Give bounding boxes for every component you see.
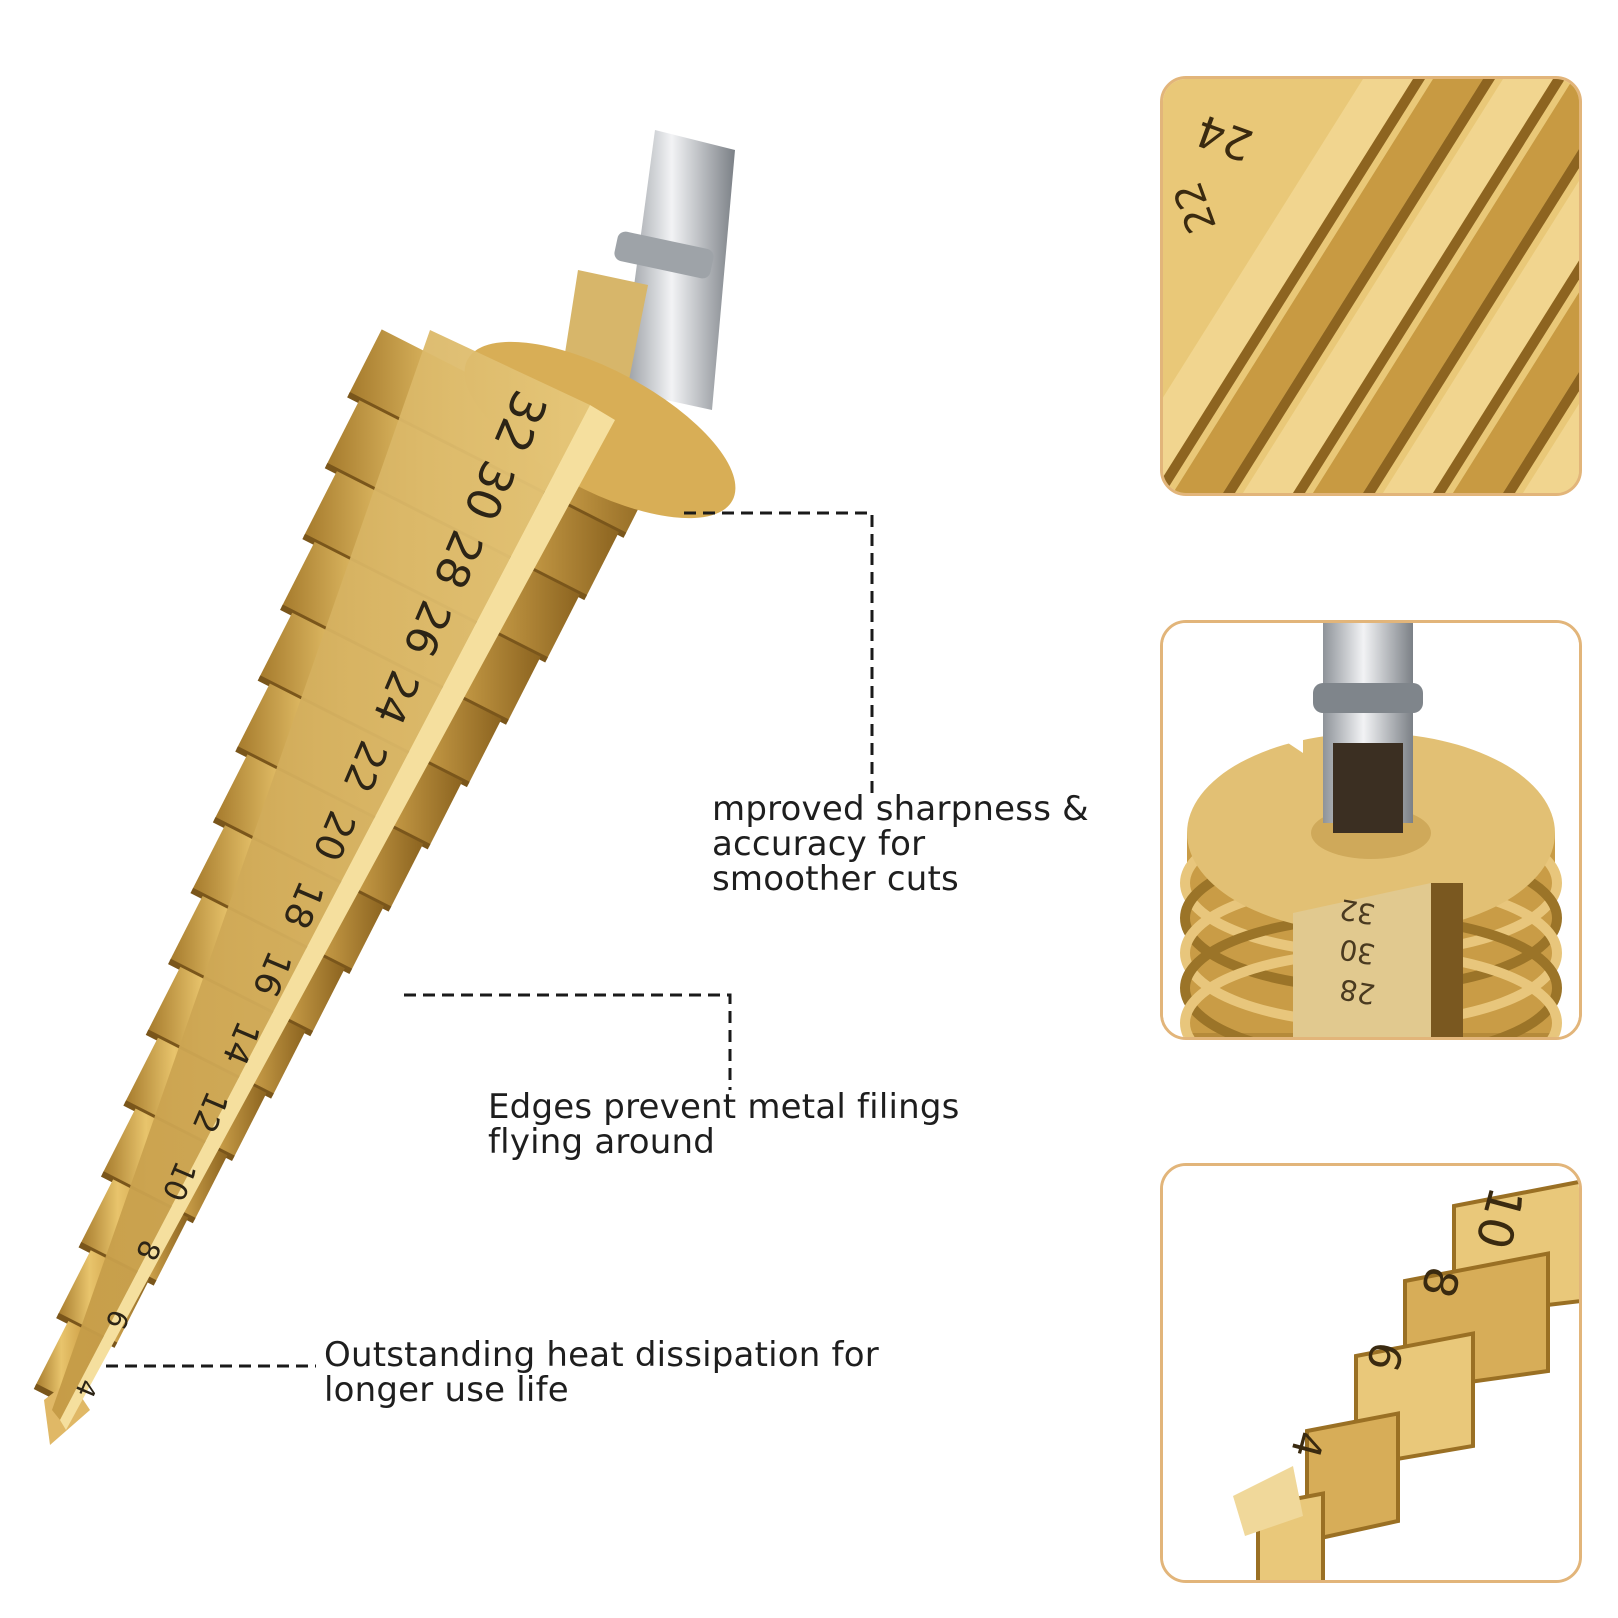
closeup-groove: [1433, 260, 1579, 493]
tip-closeup-image: 10 8 6 4: [1163, 1166, 1579, 1580]
callout-heat-line-1: Outstanding heat dissipation for: [324, 1335, 879, 1375]
closeup-groove: [1163, 79, 1425, 493]
closeup-groove: [1503, 371, 1579, 493]
flute-face: [52, 330, 615, 1430]
detail-panel-top-view: 32 30 28: [1160, 620, 1582, 1040]
closeup-band: [1523, 403, 1579, 493]
callout-heat: Outstanding heat dissipation for longer …: [324, 1338, 879, 1408]
callout-heat-line-2: longer use life: [324, 1370, 569, 1410]
closeup-band: [1313, 79, 1579, 493]
callout-sharpness: mproved sharpness & accuracy for smoothe…: [712, 792, 1089, 897]
callout-leaders: [106, 511, 874, 1368]
callout-edges-line-1: Edges prevent metal filings: [488, 1087, 960, 1127]
detail-panel-tip-closeup: 10 8 6 4: [1160, 1163, 1582, 1583]
closeup-groove: [1293, 79, 1565, 493]
top-view-image: 32 30 28: [1163, 623, 1579, 1037]
closeup-band: [1173, 79, 1483, 493]
callout-edges-line-2: flying around: [488, 1122, 716, 1162]
closeup-groove: [1223, 79, 1495, 493]
tip-point: [1233, 1466, 1303, 1536]
steps-closeup-image: 24 22: [1163, 79, 1579, 493]
topview-marking-28: 28: [1337, 972, 1378, 1011]
callout-sharpness-line-1: mproved sharpness &: [712, 789, 1089, 829]
topview-marking-32: 32: [1337, 892, 1378, 931]
closeup-band: [1243, 79, 1553, 493]
callout-sharpness-line-2: accuracy for: [712, 824, 926, 864]
callout-edges: Edges prevent metal filings flying aroun…: [488, 1090, 960, 1160]
topview-marking-30: 30: [1337, 932, 1378, 971]
closeup-groove: [1363, 149, 1579, 493]
detail-panel-steps-closeup: 24 22: [1160, 76, 1582, 496]
closeup-band: [1453, 292, 1579, 493]
callout-sharpness-line-3: smoother cuts: [712, 859, 959, 899]
